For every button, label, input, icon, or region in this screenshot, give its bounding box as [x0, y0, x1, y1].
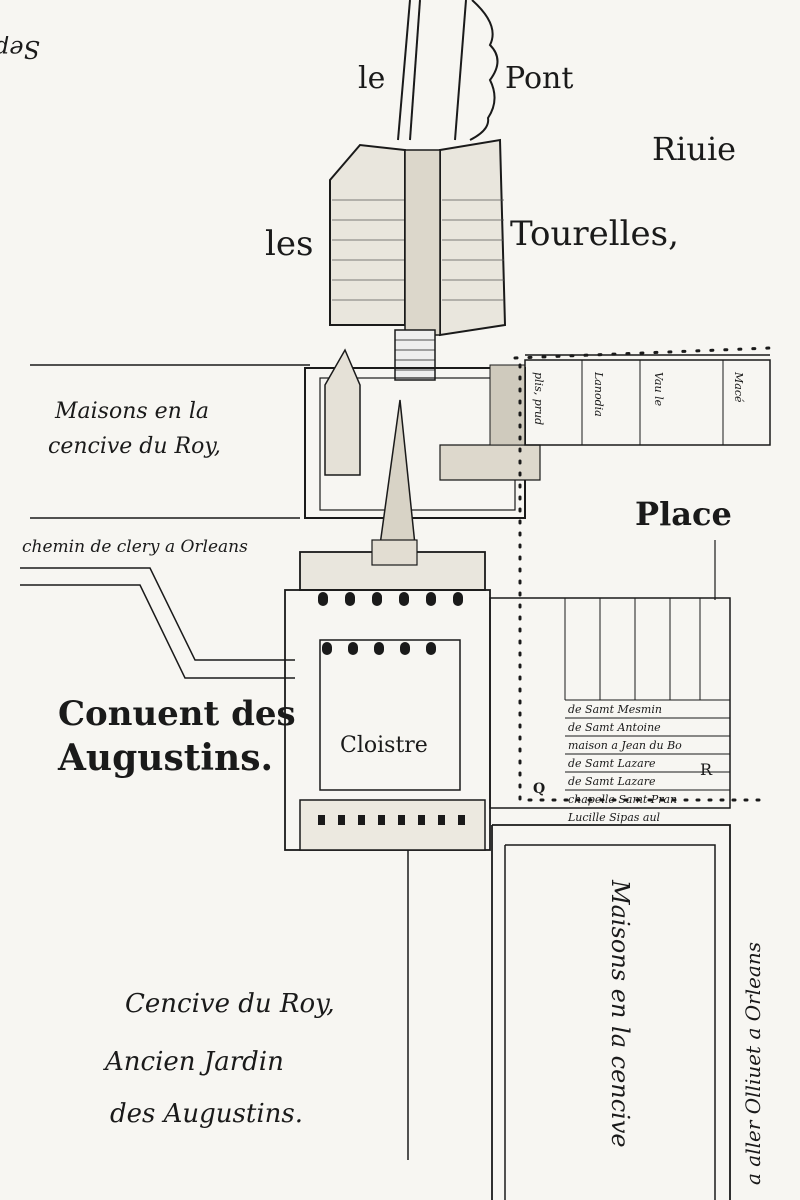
label-maisons-1: Maisons en la	[54, 399, 209, 424]
label-cencive-2: Ancien Jardin	[103, 1047, 284, 1077]
label-cencive-1: Cencive du Roy,	[125, 989, 335, 1019]
label-convent-2: Augustins.	[57, 737, 273, 779]
convent-buildings	[284, 399, 491, 851]
label-place: Place	[635, 495, 732, 533]
label-cencive-3: des Augustins.	[110, 1099, 303, 1129]
lot-label-4: Macé	[732, 371, 745, 403]
row-label-5: de Samt Lazare	[568, 775, 656, 788]
label-maisons-cencive: Maisons en la cencive	[606, 879, 634, 1148]
label-convent-1: Conuent des	[58, 694, 296, 734]
label-pont: Pont	[505, 61, 573, 96]
lots-top-right	[524, 359, 771, 446]
label-r: R	[700, 760, 713, 779]
label-le: le	[358, 61, 385, 96]
row-label-2: de Samt Antoine	[568, 721, 661, 734]
label-cloistre: Cloistre	[340, 733, 428, 758]
tourelles-towers	[329, 138, 507, 381]
label-riuie: Riuie	[652, 130, 736, 168]
row-label-1: de Samt Mesmin	[568, 703, 662, 716]
label-tourelles: Tourelles,	[510, 214, 679, 254]
dotted-boundary	[513, 346, 772, 802]
label-septentrion: Septen	[0, 35, 40, 63]
roads	[20, 354, 770, 679]
label-chemin: chemin de clery a Orleans	[22, 537, 248, 557]
label-q: Q	[533, 781, 545, 797]
bridge	[397, 0, 499, 141]
label-aller: a aller Olliuet a Orleans	[741, 942, 765, 1185]
label-les: les	[265, 224, 313, 264]
lot-label-2: Lanodia	[592, 371, 605, 417]
lot-label-1: plis, prud	[532, 372, 545, 425]
label-maisons-2: cencive du Roy,	[48, 434, 221, 459]
lots-right	[489, 597, 731, 809]
row-label-6: chapelle Samt Pran	[568, 793, 677, 806]
road-south	[407, 540, 731, 1200]
row-label-3: maison a Jean du Bo	[568, 739, 682, 752]
boulevard-enclosure	[304, 348, 541, 519]
row-label-7: Lucille Sipas aul	[567, 811, 661, 824]
row-label-4: de Samt Lazare	[568, 757, 656, 770]
lot-label-3: Vau le	[652, 372, 665, 407]
